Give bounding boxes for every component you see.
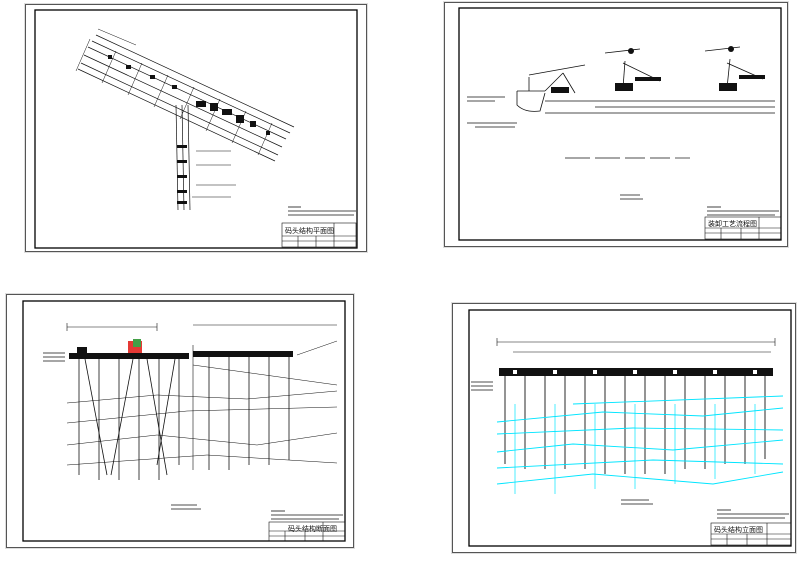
section-drawing <box>22 300 346 542</box>
sheet-title: 码头结构立面图 <box>714 526 763 534</box>
plan-drawing <box>34 9 358 249</box>
sheet-title: 码头结构断面图 <box>288 525 337 533</box>
drawing-sheet-section: 码头结构断面图 <box>6 294 354 548</box>
drawing-sheet-plan: 码头结构平面图 <box>25 4 367 252</box>
sheet-title: 码头结构平面图 <box>285 227 334 235</box>
drawing-sheet-process: 装卸工艺流程图 <box>444 2 788 247</box>
elevation-drawing <box>468 309 792 547</box>
drawing-sheet-elevation: 码头结构立面图 <box>452 303 796 553</box>
process-drawing <box>458 7 782 241</box>
sheet-title: 装卸工艺流程图 <box>708 220 757 228</box>
